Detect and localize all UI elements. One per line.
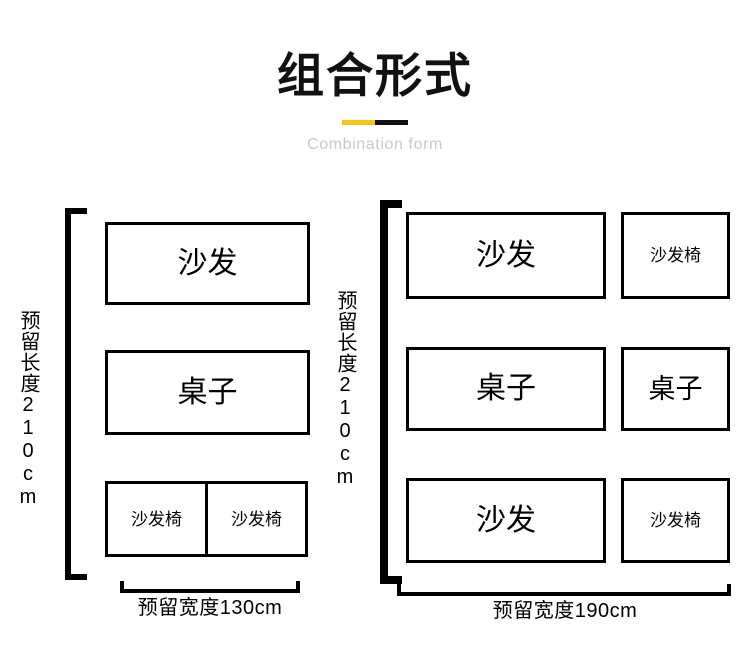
title-divider-yellow-segment bbox=[342, 120, 375, 125]
left-length-bracket bbox=[65, 208, 87, 580]
page-title: 组合形式 bbox=[277, 49, 473, 102]
title-divider-black-segment bbox=[375, 120, 408, 125]
furniture-box-sofa-chair: 沙发椅 bbox=[621, 212, 730, 299]
furniture-box-table: 桌子 bbox=[621, 347, 730, 431]
furniture-box-sofa-chair: 沙发椅 bbox=[621, 478, 730, 563]
left-length-dimension-label: 预留长度210cm bbox=[17, 310, 39, 509]
page-subtitle: Combination form bbox=[307, 136, 443, 153]
furniture-box-sofa: 沙发 bbox=[406, 478, 606, 563]
right-length-bracket bbox=[380, 200, 402, 584]
right-width-bracket bbox=[397, 584, 731, 596]
furniture-row-chairs: 沙发椅 沙发椅 bbox=[105, 481, 310, 557]
layout-diagram-130cm: 预留长度210cm 沙发 桌子 沙发椅 沙发椅 预留宽度130cm bbox=[0, 0, 330, 657]
right-width-dimension-label: 预留宽度190cm bbox=[492, 600, 638, 622]
furniture-box-table: 桌子 bbox=[406, 347, 606, 431]
title-divider bbox=[342, 120, 408, 125]
furniture-box-table: 桌子 bbox=[105, 350, 310, 435]
left-width-bracket bbox=[120, 581, 300, 593]
furniture-box-sofa: 沙发 bbox=[406, 212, 606, 299]
furniture-box-sofa: 沙发 bbox=[105, 222, 310, 305]
furniture-box-sofa-chair: 沙发椅 bbox=[205, 481, 308, 557]
right-length-dimension-label: 预留长度210cm bbox=[334, 290, 356, 489]
layout-diagram-190cm: 预留长度210cm 沙发 沙发椅 桌子 桌子 沙发 沙发椅 预留宽度190cm bbox=[330, 0, 750, 657]
furniture-box-sofa-chair: 沙发椅 bbox=[105, 481, 208, 557]
left-width-dimension-label: 预留宽度130cm bbox=[137, 597, 283, 619]
page-header: 组合形式 Combination form bbox=[0, 0, 750, 175]
